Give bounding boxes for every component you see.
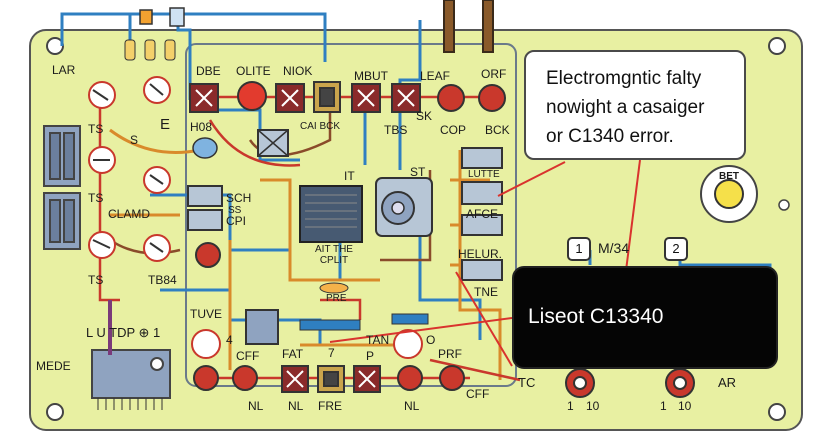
error-callout: Liseot C13340 bbox=[512, 266, 778, 369]
label-seven: 7 bbox=[328, 346, 335, 360]
label-cpi: CPI bbox=[226, 214, 247, 228]
potentiometer bbox=[375, 177, 433, 237]
top-cables bbox=[443, 0, 494, 53]
bottom-row bbox=[193, 365, 465, 393]
label-clamd: CLAMD bbox=[108, 207, 151, 221]
top-relays bbox=[189, 81, 506, 113]
label-ten-1: 10 bbox=[586, 399, 600, 413]
label-orf: ORF bbox=[481, 67, 507, 81]
label-mbut: MBUT bbox=[354, 69, 388, 83]
info-line-1: Electromgntic falty bbox=[546, 68, 702, 89]
blue-bar-1 bbox=[299, 319, 361, 331]
badge-2: 2 bbox=[664, 237, 688, 261]
dial-label: BET bbox=[719, 171, 739, 182]
label-bck: BCK bbox=[485, 123, 510, 137]
label-chip: AIT THE CPLIT bbox=[315, 244, 353, 266]
bottom-right-connectors bbox=[565, 368, 695, 398]
label-cai-bck: CAI BCK bbox=[300, 121, 341, 132]
label-it: IT bbox=[344, 169, 355, 183]
label-helur: HELUR. bbox=[458, 247, 503, 261]
label-nl-1: NL bbox=[248, 399, 264, 413]
label-olite: OLITE bbox=[236, 64, 271, 78]
badge-1: 1 bbox=[567, 237, 591, 261]
label-cop: COP bbox=[440, 123, 467, 137]
label-nl-2: NL bbox=[288, 399, 304, 413]
label-fre: FRE bbox=[318, 399, 342, 413]
label-lutte: LUTTE bbox=[468, 169, 500, 180]
label-ar: AR bbox=[718, 375, 737, 390]
label-ts-1: TS bbox=[88, 122, 104, 136]
label-p: P bbox=[366, 349, 375, 363]
label-o: O bbox=[426, 333, 436, 347]
label-cff-2: CFF bbox=[466, 387, 490, 401]
right-fuse-holders bbox=[461, 147, 503, 281]
label-four: 4 bbox=[226, 333, 233, 347]
label-pre: PRE bbox=[326, 293, 347, 304]
central-chip bbox=[299, 185, 363, 243]
label-ts-2: TS bbox=[88, 191, 104, 205]
label-leaf: LEAF bbox=[420, 69, 451, 83]
blue-bar-2 bbox=[391, 313, 429, 325]
label-ten-2: 10 bbox=[678, 399, 692, 413]
label-niok: NIOK bbox=[283, 64, 313, 78]
label-fat: FAT bbox=[282, 347, 304, 361]
error-label: Liseot C13340 bbox=[528, 305, 664, 328]
bottom-gauges bbox=[191, 329, 423, 359]
label-nl-3: NL bbox=[404, 399, 420, 413]
label-l-tdp: L U TDP ⊕ 1 bbox=[86, 325, 161, 340]
inner-board-frame bbox=[185, 43, 517, 387]
fuse-components bbox=[124, 7, 185, 61]
label-ss: SS bbox=[228, 205, 242, 216]
label-mede: MEDE bbox=[36, 359, 71, 373]
label-tuve: TUVE bbox=[190, 307, 223, 321]
left-connectors bbox=[43, 125, 81, 250]
label-one-1: 1 bbox=[567, 399, 574, 413]
label-tne: TNE bbox=[474, 285, 498, 299]
label-tan: TAN bbox=[366, 333, 390, 347]
label-h08: H08 bbox=[190, 120, 213, 134]
label-ts-3: TS bbox=[88, 273, 104, 287]
mounting-holes bbox=[46, 37, 786, 421]
label-prf: PRF bbox=[438, 347, 462, 361]
label-tc: TC bbox=[518, 375, 536, 390]
badge-1-label: M/34 bbox=[598, 240, 630, 256]
label-afce: AFCE bbox=[466, 207, 499, 221]
blue-sensor bbox=[192, 137, 218, 159]
bottom-left-connector bbox=[91, 300, 171, 410]
switch-boxes bbox=[187, 185, 223, 231]
label-lar: LAR bbox=[52, 63, 76, 77]
label-one-2: 1 bbox=[660, 399, 667, 413]
label-e: E bbox=[160, 116, 171, 133]
label-st: ST bbox=[410, 165, 426, 179]
red-capacitor bbox=[195, 242, 221, 268]
info-callout: Electromgntic falty nowight a casaiger o… bbox=[524, 50, 746, 160]
bet-dial bbox=[700, 165, 790, 223]
left-gauges bbox=[88, 76, 171, 262]
label-tbs: TBS bbox=[384, 123, 408, 137]
label-dbe: DBE bbox=[196, 64, 221, 78]
label-tb84: TB84 bbox=[148, 273, 177, 287]
info-line-2: nowight a casaiger bbox=[546, 97, 705, 118]
label-sk: SK bbox=[416, 109, 433, 123]
gray-module bbox=[245, 309, 279, 345]
label-sch: SCH bbox=[226, 191, 252, 205]
label-s: S bbox=[130, 133, 139, 147]
small-resistor bbox=[319, 282, 349, 294]
label-cff-1: CFF bbox=[236, 349, 260, 363]
info-line-3: or C1340 error. bbox=[546, 126, 674, 147]
